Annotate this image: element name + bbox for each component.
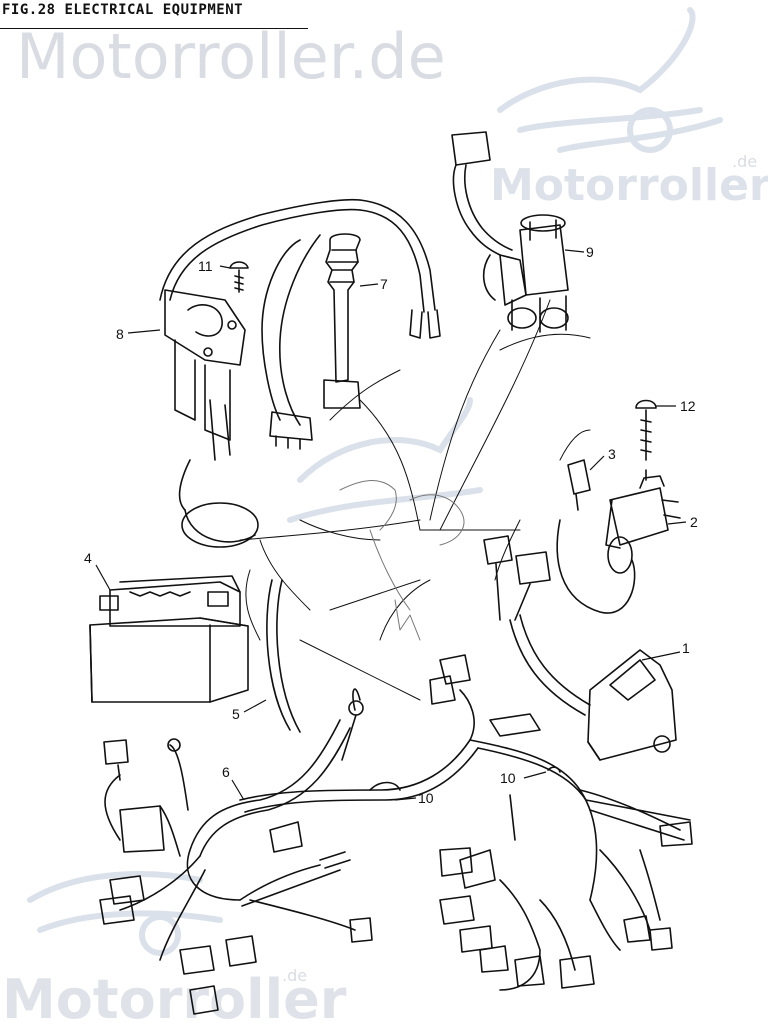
callout-10-right: 10 (500, 770, 516, 786)
part-12-screw (635, 399, 657, 481)
part-7-plug-cap (261, 199, 441, 450)
watermark-text-bottom: Motorroller (2, 968, 347, 1031)
watermark-tld-right: .de (732, 152, 758, 171)
part-8-regulator (159, 198, 361, 548)
part-9-starter-relay (451, 131, 569, 333)
watermark-text-right: Motorroller (490, 160, 768, 211)
watermark-text-top: Motorroller.de (16, 20, 446, 93)
callout-3: 3 (608, 446, 616, 462)
watermark-tld-bottom: .de (282, 966, 308, 985)
callout-4: 4 (84, 550, 92, 566)
callout-7: 7 (380, 276, 388, 292)
part-4-battery (89, 575, 249, 703)
title-underline (0, 28, 308, 29)
frame-sketch (339, 480, 465, 641)
callout-12: 12 (680, 398, 696, 414)
part-1-cdi-unit (483, 535, 677, 761)
callout-10-left: 10 (418, 790, 434, 806)
leader-arcs (239, 299, 591, 701)
callout-1: 1 (682, 640, 690, 656)
part-11-screw (229, 261, 249, 293)
part-2-ignition-coil (556, 459, 681, 614)
figure-title: FIG.28 ELECTRICAL EQUIPMENT (2, 2, 244, 18)
callout-2: 2 (690, 514, 698, 530)
part-6-wire-harness (99, 654, 693, 1015)
scooter-watermark-logo (27, 7, 723, 956)
part-5-strap (266, 579, 301, 733)
callout-11: 11 (198, 258, 213, 274)
callout-leaders (95, 249, 687, 801)
callout-6: 6 (222, 764, 230, 780)
callout-8: 8 (116, 326, 124, 342)
callout-9: 9 (586, 244, 594, 260)
callout-5: 5 (232, 706, 240, 722)
